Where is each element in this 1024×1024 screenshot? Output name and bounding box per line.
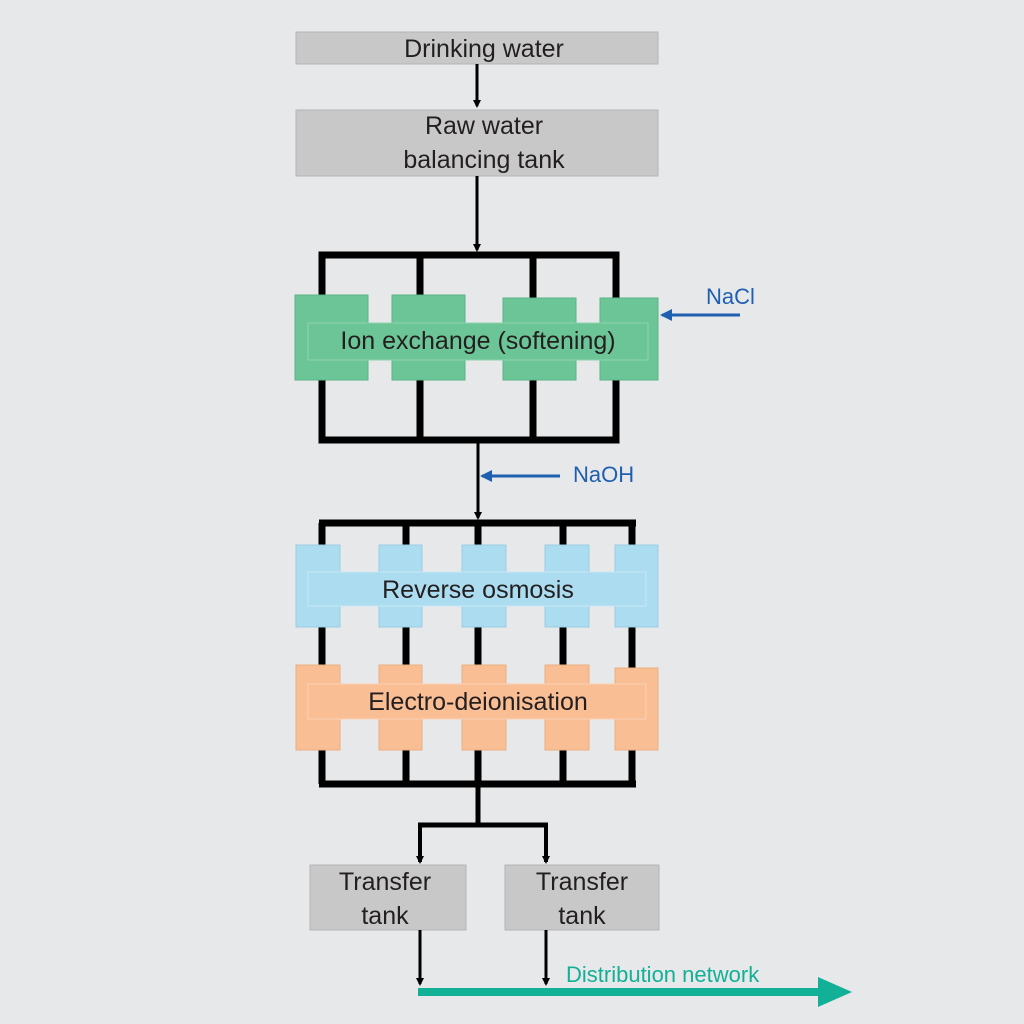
naoh-label: NaOH [573,462,634,487]
transfer-tank-1: Transfer tank [309,864,467,931]
split-piping [418,786,548,828]
raw-water-label-1: Raw water [425,112,543,140]
reverse-osmosis-label: Reverse osmosis [382,576,574,604]
raw-water-label-2: balancing tank [403,146,565,174]
transfer-tank-2-label-2: tank [558,902,606,930]
edi-label-box [307,683,647,720]
ion-exchange-label: Ion exchange (softening) [340,327,615,355]
drinking-water-box: Drinking water [295,31,659,65]
ion-exchange-label-box [307,322,649,361]
transfer-tank-1-label-2: tank [361,902,409,930]
raw-water-tank-box: Raw water balancing tank [295,109,659,177]
ro-edi-stage: Reverse osmosis Electro-deionisation [295,519,659,788]
transfer-tank-1-label-1: Transfer [339,868,431,896]
ro-label-box [307,571,647,607]
edi-label: Electro-deionisation [368,688,588,716]
transfer-tank-2-label-1: Transfer [536,868,628,896]
distribution-label: Distribution network [566,962,760,987]
distribution-arrow [418,977,852,1007]
ion-exchange-stage: Ion exchange (softening) [294,251,659,444]
transfer-tank-2: Transfer tank [504,864,660,931]
drinking-water-label: Drinking water [404,35,564,63]
nacl-label: NaCl [706,284,755,309]
